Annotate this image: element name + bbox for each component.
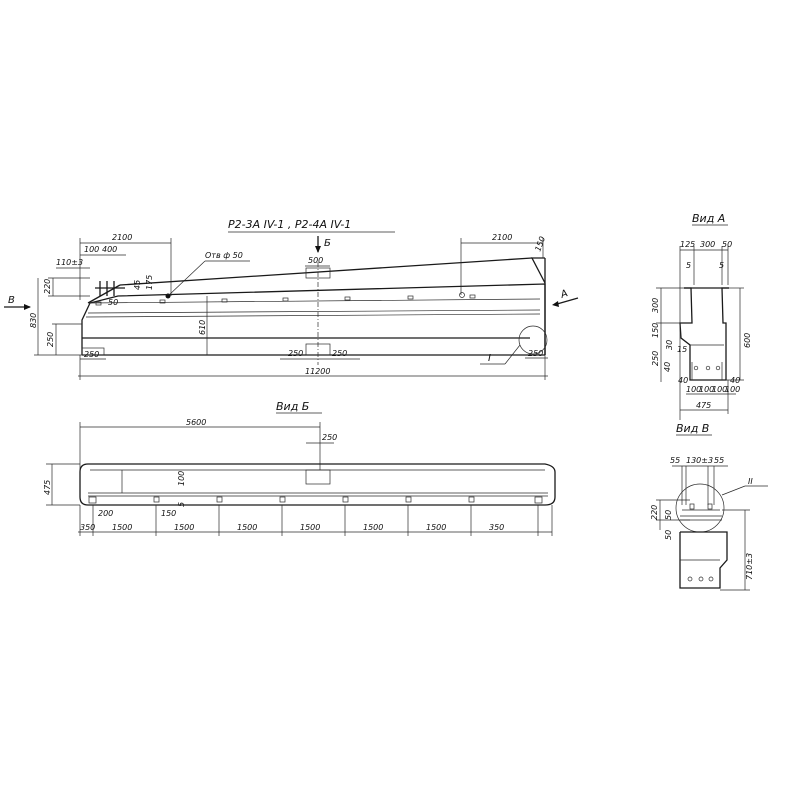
svg-text:220: 220 bbox=[43, 279, 52, 294]
svg-text:1500: 1500 bbox=[426, 523, 446, 532]
svg-text:40: 40 bbox=[663, 362, 672, 372]
svg-text:500: 500 bbox=[308, 256, 323, 265]
svg-text:2100: 2100 bbox=[112, 233, 132, 242]
svg-text:250: 250 bbox=[84, 350, 99, 359]
svg-text:50: 50 bbox=[664, 510, 673, 520]
svg-text:30: 30 bbox=[665, 340, 674, 350]
svg-text:350: 350 bbox=[489, 523, 504, 532]
svg-text:5: 5 bbox=[686, 261, 691, 270]
svg-text:50: 50 bbox=[664, 530, 673, 540]
svg-text:250: 250 bbox=[528, 349, 543, 358]
svg-text:1500: 1500 bbox=[174, 523, 194, 532]
svg-text:130±3: 130±3 bbox=[686, 456, 713, 465]
svg-text:1500: 1500 bbox=[112, 523, 132, 532]
detail-marker-i: I bbox=[488, 353, 491, 364]
svg-text:610: 610 bbox=[198, 320, 207, 335]
svg-text:100: 100 bbox=[84, 245, 99, 254]
svg-text:1500: 1500 bbox=[237, 523, 257, 532]
svg-text:150: 150 bbox=[533, 235, 547, 252]
view-a-section: Вид А 125 300 50 5 5 300 150 30 15 250 4… bbox=[651, 212, 752, 420]
view-b-title: Вид Б bbox=[276, 400, 309, 413]
svg-text:5600: 5600 bbox=[186, 418, 206, 427]
view-arrow-b: В bbox=[8, 295, 15, 306]
view-v-title: Вид В bbox=[676, 422, 709, 435]
svg-text:100: 100 bbox=[699, 385, 714, 394]
svg-text:40: 40 bbox=[730, 376, 740, 385]
svg-text:250: 250 bbox=[651, 351, 660, 366]
svg-text:710±3: 710±3 bbox=[745, 553, 754, 580]
svg-text:50: 50 bbox=[722, 240, 732, 249]
svg-text:110±3: 110±3 bbox=[56, 258, 83, 267]
svg-text:350: 350 bbox=[80, 523, 95, 532]
svg-text:250: 250 bbox=[46, 332, 55, 347]
svg-text:150: 150 bbox=[651, 323, 660, 338]
svg-text:125: 125 bbox=[680, 240, 695, 249]
main-view-title: Р2-3А IV-1 , Р2-4А IV-1 bbox=[228, 218, 351, 231]
svg-text:300: 300 bbox=[700, 240, 715, 249]
detail-marker-ii: II bbox=[748, 477, 753, 486]
view-b-plan: Вид Б 5600 250 475 100 200 150 5 bbox=[43, 400, 556, 536]
svg-text:50: 50 bbox=[108, 298, 118, 307]
svg-text:220: 220 bbox=[650, 505, 659, 520]
main-elevation-view: Р2-3А IV-1 , Р2-4А IV-1 Б Отв ф 50 bbox=[4, 218, 579, 380]
svg-text:40: 40 bbox=[678, 376, 688, 385]
svg-text:250: 250 bbox=[288, 349, 303, 358]
svg-text:175: 175 bbox=[145, 275, 154, 290]
svg-text:55: 55 bbox=[714, 456, 724, 465]
svg-text:250: 250 bbox=[332, 349, 347, 358]
svg-text:475: 475 bbox=[43, 480, 52, 495]
svg-text:1500: 1500 bbox=[363, 523, 383, 532]
hole-note: Отв ф 50 bbox=[205, 251, 243, 260]
svg-text:100: 100 bbox=[725, 385, 740, 394]
svg-text:55: 55 bbox=[670, 456, 680, 465]
svg-text:200: 200 bbox=[98, 509, 113, 518]
svg-text:45: 45 bbox=[133, 280, 142, 290]
svg-text:5: 5 bbox=[719, 261, 724, 270]
svg-text:11200: 11200 bbox=[305, 367, 330, 376]
svg-text:2100: 2100 bbox=[492, 233, 512, 242]
svg-text:475: 475 bbox=[696, 401, 711, 410]
svg-text:100: 100 bbox=[712, 385, 727, 394]
svg-text:150: 150 bbox=[161, 509, 176, 518]
view-arrow-a: А bbox=[558, 288, 569, 301]
svg-text:400: 400 bbox=[102, 245, 117, 254]
svg-text:100: 100 bbox=[686, 385, 701, 394]
svg-text:5: 5 bbox=[177, 502, 186, 507]
section-marker-b: Б bbox=[324, 238, 331, 249]
svg-text:300: 300 bbox=[651, 298, 660, 313]
view-a-title: Вид А bbox=[692, 212, 725, 225]
svg-text:1500: 1500 bbox=[300, 523, 320, 532]
svg-text:250: 250 bbox=[322, 433, 337, 442]
embed-plates bbox=[95, 294, 476, 306]
svg-text:600: 600 bbox=[743, 333, 752, 348]
svg-text:830: 830 bbox=[29, 313, 38, 328]
svg-text:15: 15 bbox=[677, 345, 687, 354]
svg-text:100: 100 bbox=[177, 471, 186, 486]
view-v-end: Вид В 55 130±3 55 220 50 50 II 710±3 bbox=[650, 422, 768, 591]
